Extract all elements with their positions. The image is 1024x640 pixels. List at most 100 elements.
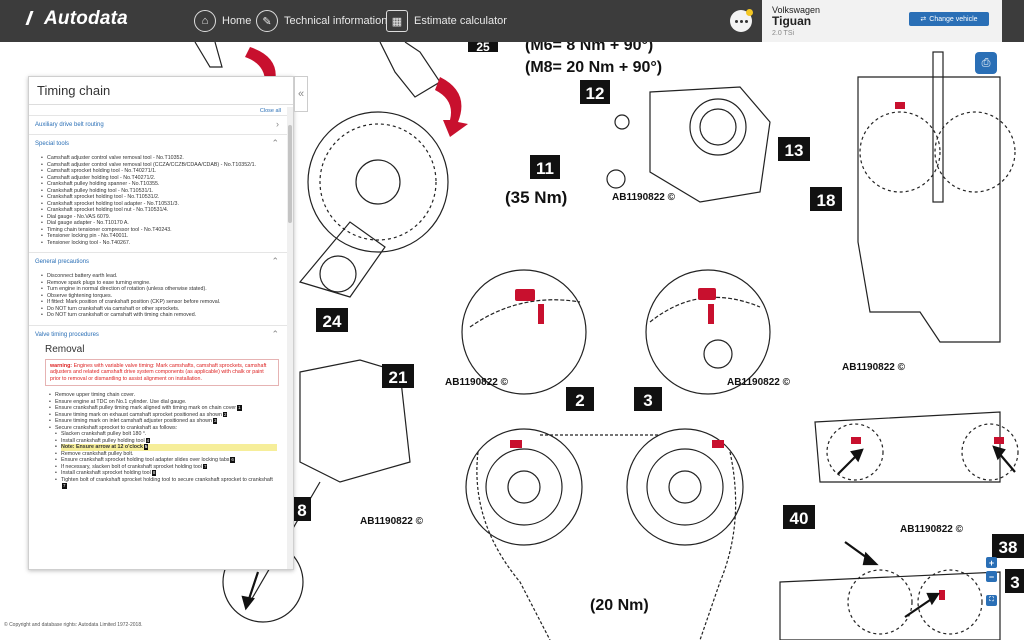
list-item: Crankshaft sprocket holding tool - No.T1… (41, 194, 277, 201)
list-item: Crankshaft sprocket holding tool adapter… (41, 201, 277, 208)
nav-estimate-label: Estimate calculator (414, 15, 507, 27)
step-item: Remove crankshaft pulley bolt. (55, 450, 277, 458)
zoom-out-button[interactable]: − (986, 571, 997, 582)
section-aux-belt-label: Auxiliary drive belt routing (35, 122, 104, 128)
step-item: Secure crankshaft sprocket to crankshaft… (49, 425, 277, 432)
list-item: If fitted: Mark position of crankshaft p… (41, 299, 277, 306)
callout-24: 24 (323, 312, 342, 331)
callout-21: 21 (389, 368, 408, 387)
cylinder-head (857, 76, 1001, 343)
change-vehicle-label: Change vehicle (929, 15, 978, 23)
timing-chain-right (699, 451, 737, 640)
close-all-link[interactable]: Close all (259, 108, 281, 114)
step-item: Remove upper timing chain cover. (49, 392, 277, 399)
list-item: Tensioner locking pin - No.T40011. (41, 233, 277, 240)
exhaust-sprocket-mark (510, 440, 522, 448)
more-menu-button[interactable] (730, 9, 753, 32)
logo-text: Autodata (44, 8, 128, 29)
step-text: Remove upper timing chain cover. (55, 392, 136, 398)
step-item: Ensure crankshaft sprocket holding tool … (55, 457, 277, 464)
print-button[interactable]: ⎙ (975, 52, 997, 74)
list-item: Turn engine in normal direction of rotat… (41, 286, 277, 293)
step-text: Remove crankshaft pulley bolt. (61, 450, 134, 457)
camshaft-holding-tool (814, 411, 1001, 483)
list-item: Crankshaft sprocket holding tool nut - N… (41, 207, 277, 214)
collapse-panel-button[interactable]: « (294, 76, 308, 112)
exhaust-detail-pointer (538, 304, 544, 324)
list-item: Crankshaft pulley holding tool - No.T105… (41, 188, 277, 195)
chevron-up-icon: ⌃ (271, 256, 279, 266)
calculator-icon: ▦ (386, 10, 408, 32)
nav-estimate-calculator[interactable]: ▦ Estimate calculator (386, 9, 507, 33)
step-callout-number: 7 (202, 463, 208, 469)
section-valve-timing-header[interactable]: Valve timing procedures ⌃ (29, 326, 287, 344)
section-general-precautions-header[interactable]: General precautions ⌃ (29, 253, 287, 271)
vehicle-engine: 2.0 TSi (772, 30, 795, 37)
change-vehicle-button[interactable]: ⇄Change vehicle (909, 12, 989, 26)
callout-25: 25 (476, 42, 490, 54)
top-bar: Autodata ⌂ Home ✎ Technical information … (0, 0, 1024, 42)
ref-code-5: AB1190822 © (360, 516, 424, 527)
list-item: Camshaft adjuster control valve removal … (41, 155, 277, 162)
ref-code-3: AB1190822 © (445, 377, 509, 388)
callout-8: 8 (297, 501, 306, 520)
camshaft-housing (649, 86, 771, 203)
list-item: Camshaft adjuster holding tool - No.T402… (41, 175, 277, 182)
exhaust-sprocket-hub (507, 470, 541, 504)
step-callout-number: 5 (143, 444, 149, 450)
panel-scroll-thumb[interactable] (288, 125, 292, 223)
panel-divider (29, 104, 293, 105)
bottom-mark (939, 590, 945, 600)
warning-label: warning: (50, 362, 73, 369)
section-special-tools-label: Special tools (35, 141, 70, 147)
inlet-chain-detail (649, 296, 761, 323)
section-special-tools-header[interactable]: Special tools ⌃ (29, 135, 287, 153)
ref-code-4: AB1190822 © (727, 377, 791, 388)
notification-dot-icon (746, 9, 753, 16)
bottom-sprocket-1 (847, 569, 913, 635)
exhaust-detail-mark (515, 289, 535, 301)
step-text: Ensure timing mark on exhaust camshaft s… (55, 411, 222, 418)
nav-home-label: Home (222, 15, 252, 27)
lower-right-mark-2 (994, 437, 1004, 444)
warning-text: Engines with variable valve timing: Mark… (50, 362, 267, 382)
section-special-tools: Special tools ⌃ Camshaft adjuster contro… (29, 134, 287, 252)
step-item: Tighten bolt of crankshaft sprocket hold… (55, 477, 277, 490)
zoom-fit-button[interactable]: ⛶ (986, 595, 997, 606)
panel-scrollbar[interactable] (287, 107, 293, 569)
section-aux-belt-header[interactable]: Auxiliary drive belt routing › (29, 116, 287, 134)
tensioner-arm (298, 221, 386, 298)
step-callout-number: 2 (222, 411, 228, 417)
autodata-logo[interactable]: Autodata (25, 8, 128, 30)
nav-home[interactable]: ⌂ Home (194, 9, 251, 33)
list-item: Dial gauge adapter - No.T10170 A. (41, 220, 277, 227)
lower-right-sprocket-2 (961, 423, 1019, 481)
step-item: Ensure crankshaft pulley timing mark ali… (49, 405, 277, 412)
wrench-shape-center (379, 42, 441, 98)
inlet-sprocket-hub (668, 470, 702, 504)
chevron-left-icon: « (297, 88, 305, 100)
logo-mark-icon (25, 11, 45, 25)
zoom-in-button[interactable]: + (986, 557, 997, 568)
ref-code-6: AB1190822 © (900, 524, 964, 535)
lower-holding-tool (779, 571, 1001, 640)
lower-right-sprocket-1 (826, 423, 884, 481)
step-text: Ensure crankshaft pulley timing mark ali… (55, 405, 237, 411)
swap-icon: ⇄ (920, 16, 927, 23)
vehicle-model: Tiguan (772, 14, 812, 28)
step-text: Ensure timing mark on inlet camshaft adj… (55, 418, 212, 424)
warning-box: warning: Engines with variable valve tim… (45, 358, 279, 386)
callout-11: 11 (536, 159, 554, 178)
timing-marks (510, 102, 1004, 600)
nav-technical-information[interactable]: ✎ Technical information (256, 9, 387, 33)
printer-icon: ⎙ (981, 56, 991, 69)
inlet-bolt-hex (703, 339, 733, 369)
ref-code-1: AB1190822 © (612, 192, 676, 203)
step-callout-number: 8 (151, 470, 157, 476)
home-icon: ⌂ (194, 10, 216, 32)
special-tools-list: Camshaft adjuster control valve removal … (29, 153, 287, 252)
left-sprocket (307, 111, 449, 253)
step-callout-number: 1 (237, 405, 242, 411)
upper-right-mark-1 (895, 102, 905, 109)
